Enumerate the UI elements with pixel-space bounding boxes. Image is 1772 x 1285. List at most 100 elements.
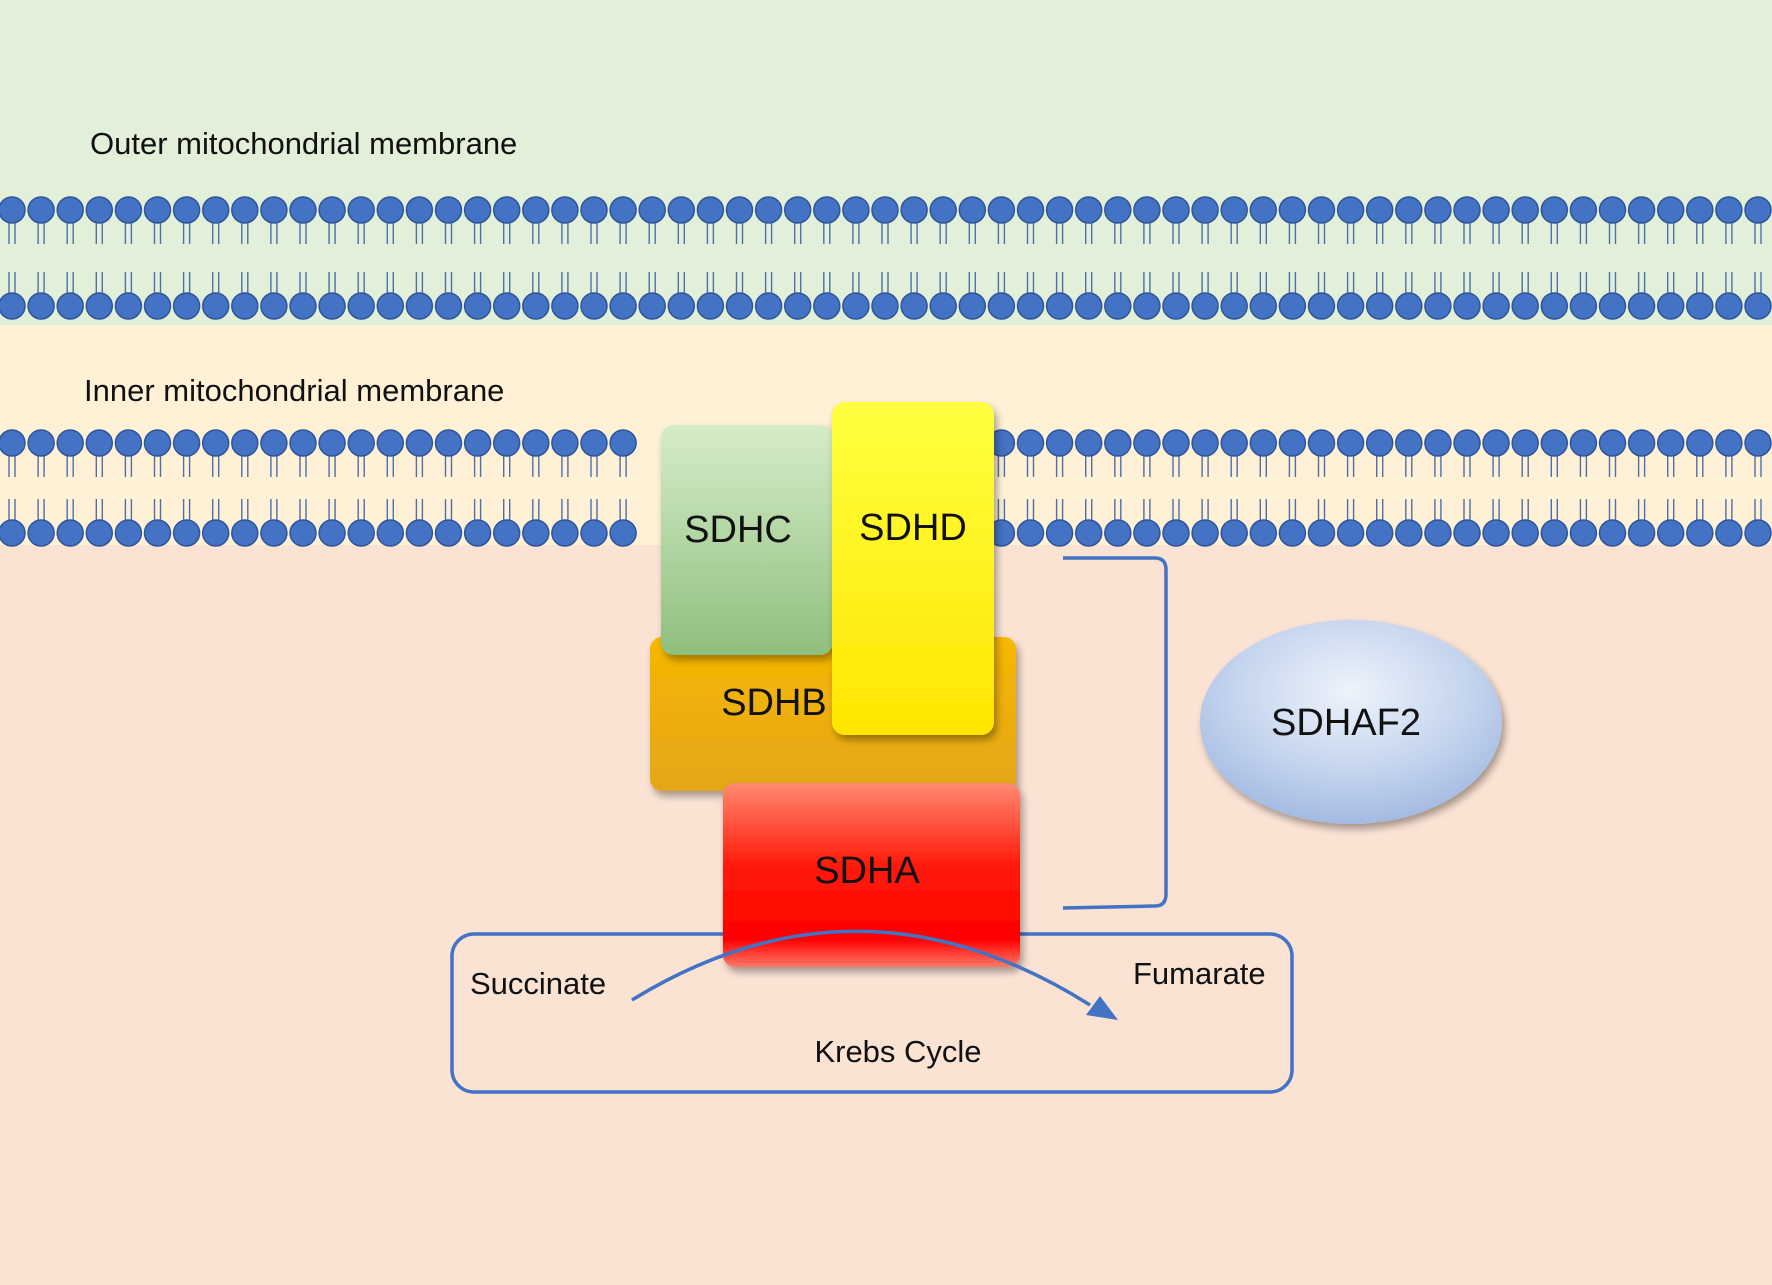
lipid-head — [783, 196, 812, 224]
lipid-head — [1482, 196, 1510, 224]
lipid-head — [551, 429, 579, 457]
lipid-head — [725, 196, 754, 224]
lipid-head — [318, 429, 346, 457]
lipid-head — [1104, 519, 1132, 547]
outer-membrane-bilayer — [0, 196, 1772, 320]
lipid-head — [376, 196, 405, 224]
lipid-head — [638, 196, 666, 224]
lipid-head — [1074, 196, 1103, 224]
lipid-head — [1686, 292, 1714, 320]
lipid-head — [958, 196, 987, 224]
lipid-head — [172, 292, 201, 320]
lipid-head — [143, 292, 172, 320]
lipid-head — [1482, 519, 1510, 547]
lipid-head — [56, 519, 84, 547]
lipid-head — [1715, 196, 1743, 224]
lipid-head — [231, 429, 259, 457]
lipid-head — [1453, 196, 1481, 224]
lipid-head — [1133, 429, 1161, 457]
lipid-head — [114, 196, 143, 224]
lipid-head — [85, 292, 114, 320]
lipid-head — [754, 196, 783, 224]
lipid-head — [143, 196, 172, 224]
lipid-head — [725, 292, 754, 320]
lipid-head — [260, 292, 288, 320]
lipid-head — [376, 292, 405, 320]
lipid-head — [434, 519, 463, 547]
lipid-head — [376, 519, 405, 547]
lipid-head — [609, 292, 637, 320]
lipid-head — [1307, 196, 1336, 224]
lipid-head — [56, 429, 84, 457]
lipid-head — [1511, 519, 1539, 547]
lipid-head — [1278, 429, 1307, 457]
lipid-head — [580, 519, 608, 547]
lipid-head — [289, 429, 317, 457]
lipid-head — [1365, 519, 1394, 547]
lipid-head — [958, 292, 987, 320]
lipid-head — [201, 196, 230, 224]
lipid-head — [754, 292, 783, 320]
lipid-head — [201, 292, 230, 320]
lipid-head — [260, 196, 288, 224]
lipid-head — [871, 196, 899, 224]
lipid-head — [1656, 519, 1685, 547]
lipid-head — [318, 292, 346, 320]
lipid-head — [1627, 292, 1656, 320]
lipid-head — [376, 429, 405, 457]
lipid-head — [1598, 196, 1627, 224]
sdhd-subunit — [832, 402, 994, 735]
lipid-head — [1045, 429, 1074, 457]
lipid-head — [27, 429, 55, 457]
outer-membrane-label: Outer mitochondrial membrane — [90, 126, 517, 161]
lipid-head — [1453, 292, 1481, 320]
lipid-head — [609, 196, 637, 224]
lipid-head — [1307, 292, 1336, 320]
lipid-head — [1656, 196, 1685, 224]
lipid-head — [201, 519, 230, 547]
lipid-head — [1162, 429, 1190, 457]
fumarate-label: Fumarate — [1133, 956, 1266, 991]
lipid-head — [260, 429, 288, 457]
lipid-head — [551, 196, 579, 224]
lipid-head — [1249, 292, 1278, 320]
lipid-head — [1511, 429, 1539, 457]
lipid-head — [85, 196, 114, 224]
lipid-head — [1191, 196, 1219, 224]
lipid-head — [1424, 196, 1452, 224]
lipid-head — [1045, 292, 1074, 320]
lipid-head — [1307, 519, 1336, 547]
lipid-head — [1656, 292, 1685, 320]
lipid-head — [929, 196, 957, 224]
lipid-head — [1569, 292, 1598, 320]
lipid-head — [900, 292, 928, 320]
lipid-head — [1220, 429, 1248, 457]
lipid-head — [289, 196, 317, 224]
lipid-head — [1598, 429, 1627, 457]
lipid-head — [1744, 429, 1772, 457]
lipid-head — [900, 196, 928, 224]
lipid-head — [1191, 429, 1219, 457]
lipid-head — [463, 519, 492, 547]
lipid-head — [172, 519, 201, 547]
lipid-head — [1540, 292, 1569, 320]
lipid-head — [143, 519, 172, 547]
lipid-head — [27, 519, 55, 547]
lipid-head — [696, 292, 725, 320]
lipid-head — [1686, 196, 1714, 224]
lipid-head — [1336, 519, 1365, 547]
lipid-head — [56, 196, 84, 224]
lipid-head — [1045, 519, 1074, 547]
lipid-head — [114, 429, 143, 457]
lipid-head — [289, 519, 317, 547]
lipid-head — [318, 519, 346, 547]
lipid-head — [434, 292, 463, 320]
lipid-head — [522, 292, 550, 320]
lipid-head — [1336, 196, 1365, 224]
inner-membrane-label: Inner mitochondrial membrane — [84, 373, 504, 408]
lipid-head — [405, 292, 434, 320]
lipid-head — [1162, 196, 1190, 224]
lipid-head — [929, 292, 957, 320]
